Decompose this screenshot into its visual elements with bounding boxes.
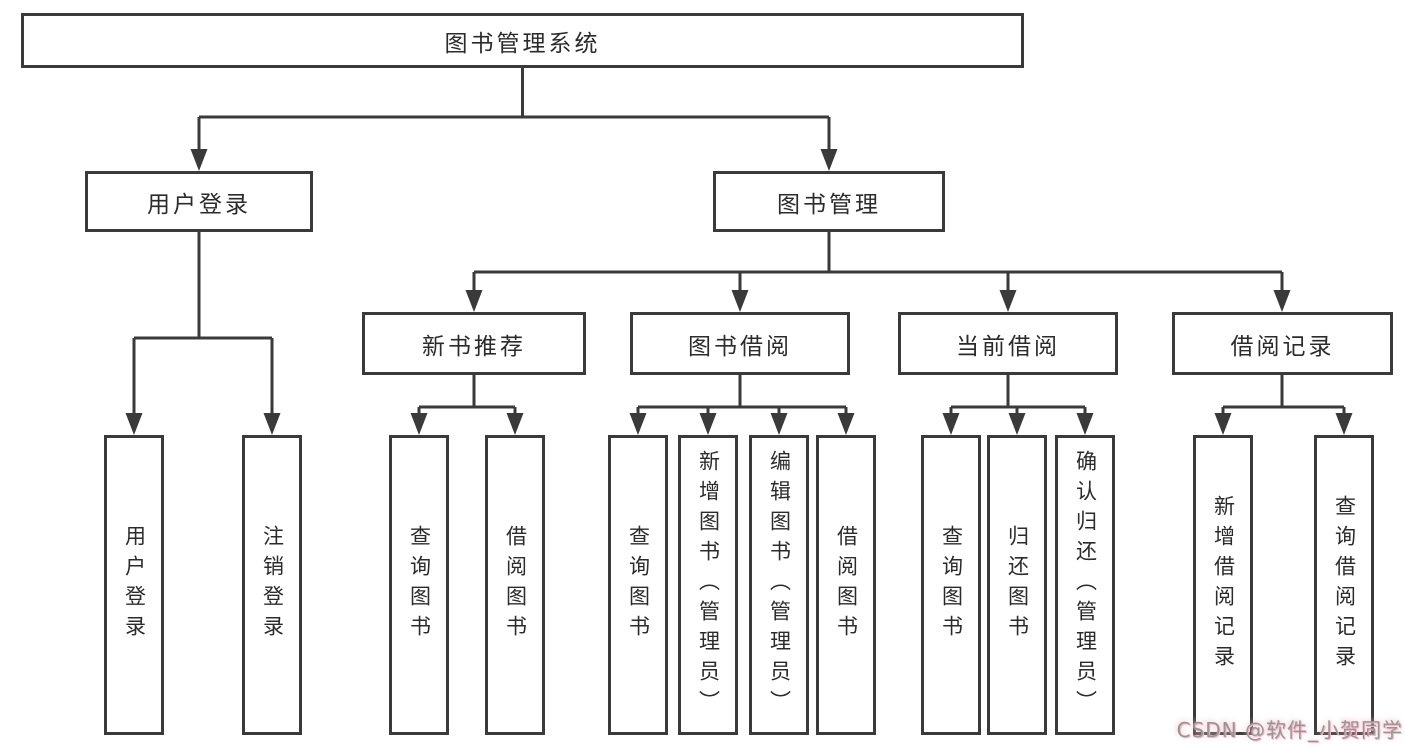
leaf-label: 查询图书 — [407, 525, 432, 645]
node-borrowing-records: 借阅记录 — [1172, 312, 1393, 375]
leaf-borrow-books: 借阅图书 — [816, 435, 876, 735]
node-current-borrowing: 当前借阅 — [898, 312, 1118, 375]
leaf-add-borrow-record: 新增借阅记录 — [1193, 435, 1253, 735]
leaf-query-books-recommend: 查询图书 — [389, 435, 449, 735]
leaf-label: 查询借阅记录 — [1332, 495, 1357, 675]
node-label: 新书推荐 — [422, 333, 526, 360]
leaf-add-book-admin: 新增图书（管理员） — [678, 435, 738, 735]
leaf-edit-book-admin: 编辑图书（管理员） — [749, 435, 809, 735]
node-label: 当前借阅 — [956, 333, 1060, 360]
node-label: 图书借阅 — [688, 333, 792, 360]
leaf-label: 注销登录 — [260, 525, 285, 645]
node-book-borrowing: 图书借阅 — [630, 312, 850, 375]
leaf-label: 确认归还（管理员） — [1073, 450, 1098, 720]
leaf-label: 借阅图书 — [834, 525, 859, 645]
leaf-confirm-return-admin: 确认归还（管理员） — [1055, 435, 1115, 735]
csdn-watermark: CSDN @软件_小贺同学 — [1176, 718, 1403, 742]
node-label: 图书管理 — [777, 191, 881, 218]
leaf-label: 编辑图书（管理员） — [767, 450, 792, 720]
leaf-label: 查询图书 — [939, 525, 964, 645]
node-label: 图书管理系统 — [444, 30, 601, 57]
leaf-label: 用户登录 — [122, 525, 147, 645]
leaf-user-login: 用户登录 — [104, 435, 164, 735]
node-label: 用户登录 — [147, 191, 251, 218]
leaf-label: 查询图书 — [626, 525, 651, 645]
leaf-borrow-books-recommend: 借阅图书 — [485, 435, 545, 735]
node-book-management: 图书管理 — [713, 171, 945, 232]
node-label: 借阅记录 — [1230, 333, 1335, 360]
leaf-label: 归还图书 — [1005, 525, 1030, 645]
node-new-book-recommendation: 新书推荐 — [362, 312, 586, 375]
leaf-query-books-borrowing: 查询图书 — [608, 435, 668, 735]
node-user-login: 用户登录 — [85, 171, 313, 232]
leaf-return-books: 归还图书 — [987, 435, 1047, 735]
leaf-label: 新增图书（管理员） — [696, 450, 721, 720]
node-library-management-system: 图书管理系统 — [21, 13, 1024, 68]
leaf-label: 借阅图书 — [503, 525, 528, 645]
leaf-query-borrow-record: 查询借阅记录 — [1314, 435, 1374, 735]
leaf-query-books-current: 查询图书 — [921, 435, 981, 735]
leaf-label: 新增借阅记录 — [1211, 495, 1236, 675]
leaf-logout: 注销登录 — [242, 435, 302, 735]
